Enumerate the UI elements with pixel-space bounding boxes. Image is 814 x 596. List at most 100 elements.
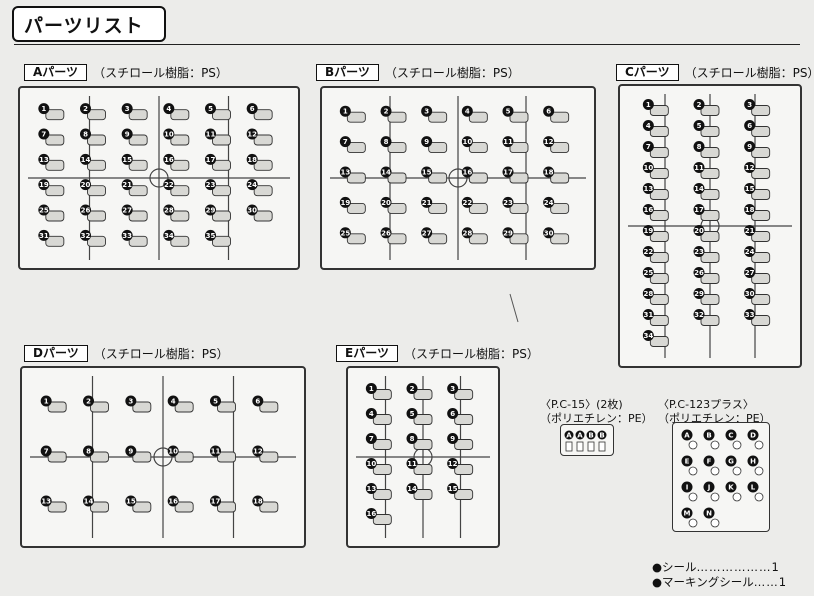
part-shape	[700, 231, 720, 242]
part-number-marker	[406, 458, 418, 469]
part-number: 31	[643, 311, 653, 319]
part-number-marker	[339, 105, 351, 117]
part-shape	[700, 105, 720, 116]
part-number: 28	[462, 229, 472, 237]
part-number-marker	[693, 99, 705, 110]
part-number-marker	[252, 495, 264, 507]
part-shape	[253, 109, 273, 121]
part-number: 13	[366, 485, 376, 493]
section-a-material: （スチロール樹脂：PS）	[93, 66, 228, 80]
part-number: 8	[697, 143, 702, 151]
part-number-marker	[502, 227, 514, 239]
part-shape	[372, 514, 392, 525]
polycap-letter: B	[706, 432, 711, 440]
part-shape	[649, 315, 669, 326]
part-shape	[751, 315, 771, 326]
part-number: 32	[694, 311, 704, 319]
part-number-marker	[693, 309, 705, 320]
pc123-title: 〈P.C-123プラス〉	[658, 398, 754, 411]
part-number-marker	[205, 153, 216, 165]
extras-item-name: ●マーキングシール	[652, 575, 754, 589]
part-number-marker	[380, 136, 392, 148]
part-number: 13	[39, 156, 49, 164]
part-number: 11	[407, 460, 417, 468]
part-shape	[87, 185, 106, 197]
part-shape	[509, 233, 529, 245]
part-number-marker	[163, 128, 175, 140]
part-number: 35	[206, 232, 216, 240]
part-shape	[649, 126, 669, 137]
part-shape	[700, 189, 720, 200]
part-number-marker	[252, 445, 264, 457]
part-shape	[45, 159, 65, 171]
part-shape	[700, 273, 720, 284]
part-number-marker	[642, 120, 654, 131]
extras-item-marking-sticker: ●マーキングシール …… 1	[652, 575, 786, 590]
part-number-marker	[125, 445, 137, 457]
polycap-letter: J	[707, 484, 711, 492]
part-number: 1	[369, 385, 374, 393]
part-number-marker	[38, 128, 50, 140]
part-shape	[700, 294, 720, 305]
polycap-shape	[754, 440, 764, 450]
polycap-marker	[725, 455, 737, 467]
polycap-shape	[688, 466, 698, 476]
part-shape	[751, 252, 771, 263]
part-number-marker	[421, 136, 433, 148]
part-number-marker	[38, 179, 50, 191]
part-shape	[468, 142, 488, 154]
part-shape	[346, 172, 366, 184]
part-shape	[128, 185, 148, 197]
part-number-marker	[406, 433, 418, 444]
part-shape	[700, 210, 720, 221]
part-shape	[550, 142, 570, 154]
part-number-marker	[642, 309, 654, 320]
part-number-marker	[693, 246, 705, 257]
part-number: 30	[247, 207, 257, 215]
part-number: 19	[340, 199, 350, 207]
extras-item-count: 1	[771, 560, 779, 574]
part-number-marker	[461, 227, 473, 239]
part-number: 20	[381, 199, 391, 207]
part-number-marker	[693, 267, 705, 278]
part-number: 3	[450, 385, 455, 393]
part-shape	[90, 501, 109, 513]
section-b-material: （スチロール樹脂：PS）	[384, 66, 520, 80]
part-number: 21	[745, 227, 755, 235]
polycap-marker	[681, 429, 693, 441]
part-shape	[649, 147, 669, 158]
part-number-marker	[210, 445, 221, 457]
section-a-label: Aパーツ （スチロール樹脂：PS）	[24, 64, 228, 81]
part-number: 34	[643, 332, 653, 340]
part-number-marker	[163, 204, 175, 216]
polycap-shape	[732, 440, 742, 450]
part-number: 24	[745, 248, 755, 256]
polycap-shape	[710, 466, 720, 476]
part-number: 13	[41, 498, 51, 506]
part-number-marker	[380, 227, 392, 239]
polycap-marker	[747, 429, 759, 441]
part-number: 16	[462, 169, 472, 177]
part-number-marker	[744, 309, 756, 320]
part-number-marker	[447, 383, 459, 394]
part-number: 18	[247, 156, 257, 164]
part-number: 29	[206, 207, 216, 215]
polycap-shape	[688, 492, 698, 502]
part-number: 19	[643, 227, 653, 235]
part-shape	[700, 315, 720, 326]
part-number: 22	[462, 199, 472, 207]
section-a-tag: Aパーツ	[24, 64, 88, 81]
page-title: パーツリスト	[12, 6, 166, 42]
part-shape	[700, 252, 720, 263]
part-number: 20	[81, 181, 91, 189]
part-number: 23	[206, 181, 216, 189]
part-number-marker	[421, 166, 433, 178]
part-number-marker	[125, 495, 137, 507]
part-number: 5	[410, 410, 415, 418]
part-number-marker	[693, 225, 705, 236]
part-shape	[346, 142, 366, 154]
part-number-marker	[40, 495, 52, 507]
part-shape	[751, 273, 771, 284]
